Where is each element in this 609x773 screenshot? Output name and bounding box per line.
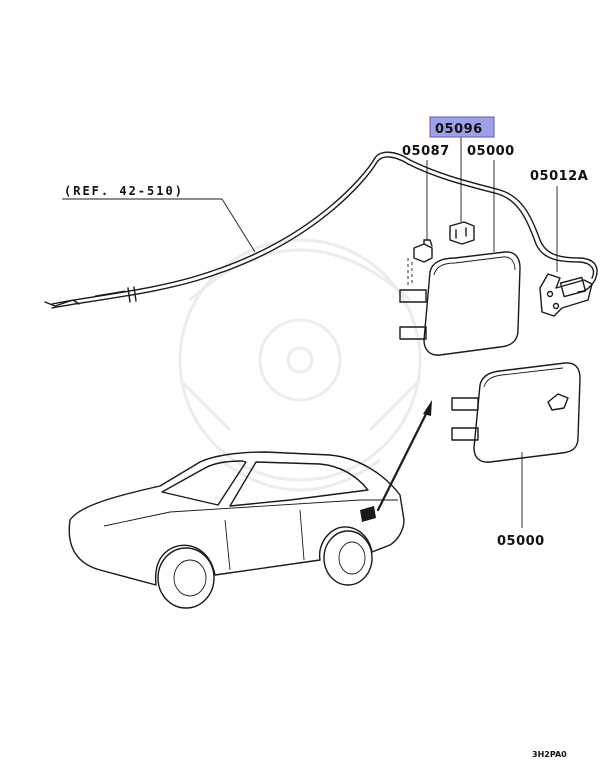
watermark-emblem (178, 238, 422, 492)
fuel-lid-location-marker (360, 506, 376, 522)
fuel-lid-opener (539, 186, 593, 317)
part-number-opener[interactable]: 05012A (530, 169, 588, 184)
location-arrow (376, 400, 432, 512)
ref-callout: (REF. 42-510) (62, 184, 256, 253)
part-number-bolt[interactable]: 05087 (402, 144, 450, 159)
part-number-highlighted[interactable]: 05096 (435, 122, 483, 137)
bolt-part (413, 160, 433, 263)
fuel-lid-lower (451, 362, 581, 528)
car-illustration (68, 451, 405, 609)
fuel-lid-cable (44, 151, 598, 309)
clip-part (449, 136, 475, 245)
figure-code: 3H2PA0 (532, 750, 567, 759)
part-number-lid-upper[interactable]: 05000 (467, 144, 515, 159)
fuel-lid-upper (399, 160, 521, 356)
ref-label: (REF. 42-510) (64, 184, 184, 198)
highlight-box (429, 116, 495, 138)
part-number-lid-lower[interactable]: 05000 (497, 534, 545, 549)
